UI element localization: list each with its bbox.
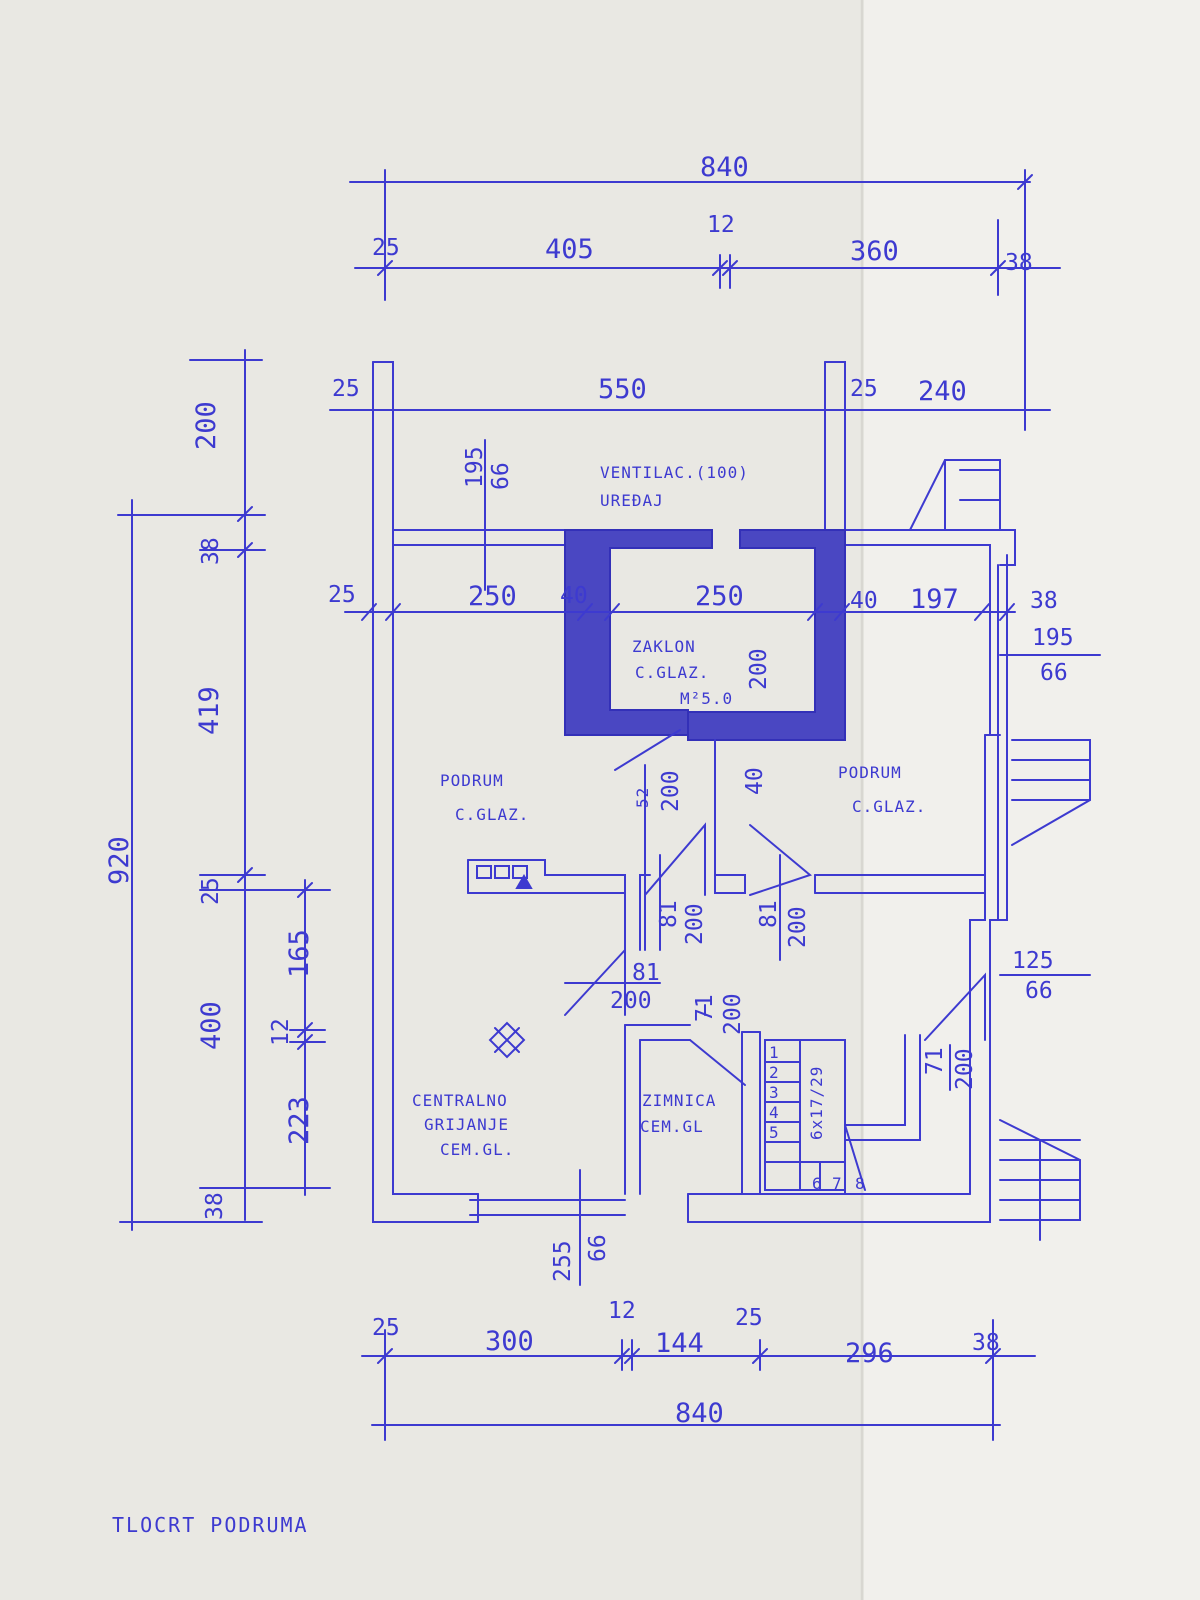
room-cellar-left-line2: C.GLAZ. [455, 805, 529, 824]
dim-mid-4: 250 [695, 581, 744, 612]
dim-inner-3: 25 [850, 376, 878, 402]
door-3-width: 81 [632, 960, 660, 986]
dim-bottom-seg-6: 296 [845, 1338, 894, 1369]
dim-bottom-seg-7: 38 [972, 1330, 1000, 1356]
bottom-dimension-lines [361, 1319, 1036, 1441]
dim-inner-2: 550 [598, 374, 647, 405]
dim-bottom-overall: 840 [675, 1398, 724, 1429]
stair-step-2: 2 [769, 1063, 780, 1082]
dim-left-sub-1: 165 [284, 929, 315, 978]
stove-symbol [476, 865, 533, 889]
interior-walls [467, 739, 986, 1195]
dim-left-seg-3: 419 [194, 686, 225, 735]
stairs [764, 1039, 866, 1191]
dim-left-seg-6: 38 [202, 1192, 228, 1220]
dim-mid-2: 250 [468, 581, 517, 612]
dim-top-seg-1: 25 [372, 235, 400, 261]
chimney-inner-dim: 200 [746, 648, 772, 690]
dim-left-seg-5: 400 [196, 1001, 227, 1050]
dim-mid-6: 197 [910, 584, 959, 615]
room-boiler-line3: CEM.GL. [440, 1140, 514, 1159]
window-right-width: 195 [1032, 625, 1074, 651]
room-cellar-left-line1: PODRUM [440, 771, 504, 790]
dim-left-sub-3: 223 [284, 1096, 315, 1145]
stair-num-8: 8 [855, 1174, 866, 1193]
door-zimnica-width: 71 [692, 994, 718, 1022]
shelter-walls [564, 529, 846, 741]
dim-top-seg-4: 360 [850, 236, 899, 267]
window-right-lower-height: 66 [1025, 978, 1053, 1004]
room-shelter-line1: ZAKLON [632, 637, 696, 656]
dim-left-seg-4: 25 [198, 877, 224, 905]
room-pantry-line1: ZIMNICA [642, 1091, 716, 1110]
dim-bottom-seg-4: 144 [655, 1328, 704, 1359]
dim-mid-3: 40 [560, 583, 588, 609]
stair-step-4: 4 [769, 1103, 780, 1122]
boiler-symbol [488, 1021, 526, 1059]
room-boiler-line2: GRIJANJE [424, 1115, 509, 1134]
dim-mid-1: 25 [328, 582, 356, 608]
window-right-height: 66 [1040, 660, 1068, 686]
door-swings [564, 729, 986, 1086]
door-chimney-right: 40 [742, 767, 768, 795]
dim-top-overall: 840 [700, 152, 749, 183]
room-ventilation-line2: UREĐAJ [600, 491, 664, 510]
stair-step-1: 1 [769, 1043, 780, 1062]
room-pantry-line2: CEM.GL [640, 1117, 704, 1136]
drawing-title: TLOCRT PODRUMA [112, 1513, 309, 1537]
dim-left-seg-1: 200 [191, 401, 222, 450]
dim-left-seg-2: 38 [198, 537, 224, 565]
dim-mid-5: 40 [850, 588, 878, 614]
left-dimension-lines [117, 349, 331, 1231]
mid-dimension-line [344, 603, 1016, 621]
dim-left-sub-2: 12 [268, 1018, 294, 1046]
door-1-height: 200 [682, 903, 708, 945]
dim-top-seg-5: 38 [1005, 250, 1033, 276]
dim-bottom-seg-3: 12 [608, 1298, 636, 1324]
door-chimney-width: 52 [633, 787, 652, 808]
window-bottom-height: 66 [585, 1234, 611, 1262]
dim-top-seg-2: 405 [545, 234, 594, 265]
dim-top-seg-3: 12 [707, 212, 735, 238]
room-cellar-right-line2: C.GLAZ. [852, 797, 926, 816]
window-top-width: 195 [462, 446, 488, 488]
exterior-stairs [909, 459, 1091, 1241]
window-right-lower-width: 125 [1012, 948, 1054, 974]
door-zimnica-height: 200 [720, 993, 746, 1035]
stair-spec: 6x17/29 [807, 1066, 826, 1140]
stair-num-7: 7 [832, 1174, 843, 1193]
dim-bottom-seg-2: 300 [485, 1326, 534, 1357]
dim-inner-4: 240 [918, 376, 967, 407]
dim-mid-7: 38 [1030, 588, 1058, 614]
dim-inner-1: 25 [332, 376, 360, 402]
door-right-height: 200 [952, 1048, 978, 1090]
dim-bottom-seg-5: 25 [735, 1305, 763, 1331]
door-right-width: 71 [922, 1047, 948, 1075]
dim-bottom-seg-1: 25 [372, 1315, 400, 1341]
dim-left-overall: 920 [104, 836, 135, 885]
stair-step-5: 5 [769, 1123, 780, 1142]
room-boiler-line1: CENTRALNO [412, 1091, 508, 1110]
stair-num-6: 6 [812, 1174, 823, 1193]
door-2-height: 200 [785, 906, 811, 948]
stair-step-3: 3 [769, 1083, 780, 1102]
window-bottom-width: 255 [550, 1240, 576, 1282]
door-1-width: 81 [656, 900, 682, 928]
room-shelter-line2: C.GLAZ. [635, 663, 709, 682]
window-top-height: 66 [488, 462, 514, 490]
opening-annotation-lines [484, 439, 1101, 1286]
top-dimension-lines [329, 169, 1061, 431]
door-chimney-height: 200 [658, 770, 684, 812]
door-2-width: 81 [756, 900, 782, 928]
exterior-walls [372, 361, 1016, 1223]
room-ventilation-line1: VENTILAC.(100) [600, 463, 749, 482]
room-cellar-right-line1: PODRUM [838, 763, 902, 782]
door-3-height: 200 [610, 988, 652, 1014]
room-shelter-area: M²5.0 [680, 689, 733, 708]
